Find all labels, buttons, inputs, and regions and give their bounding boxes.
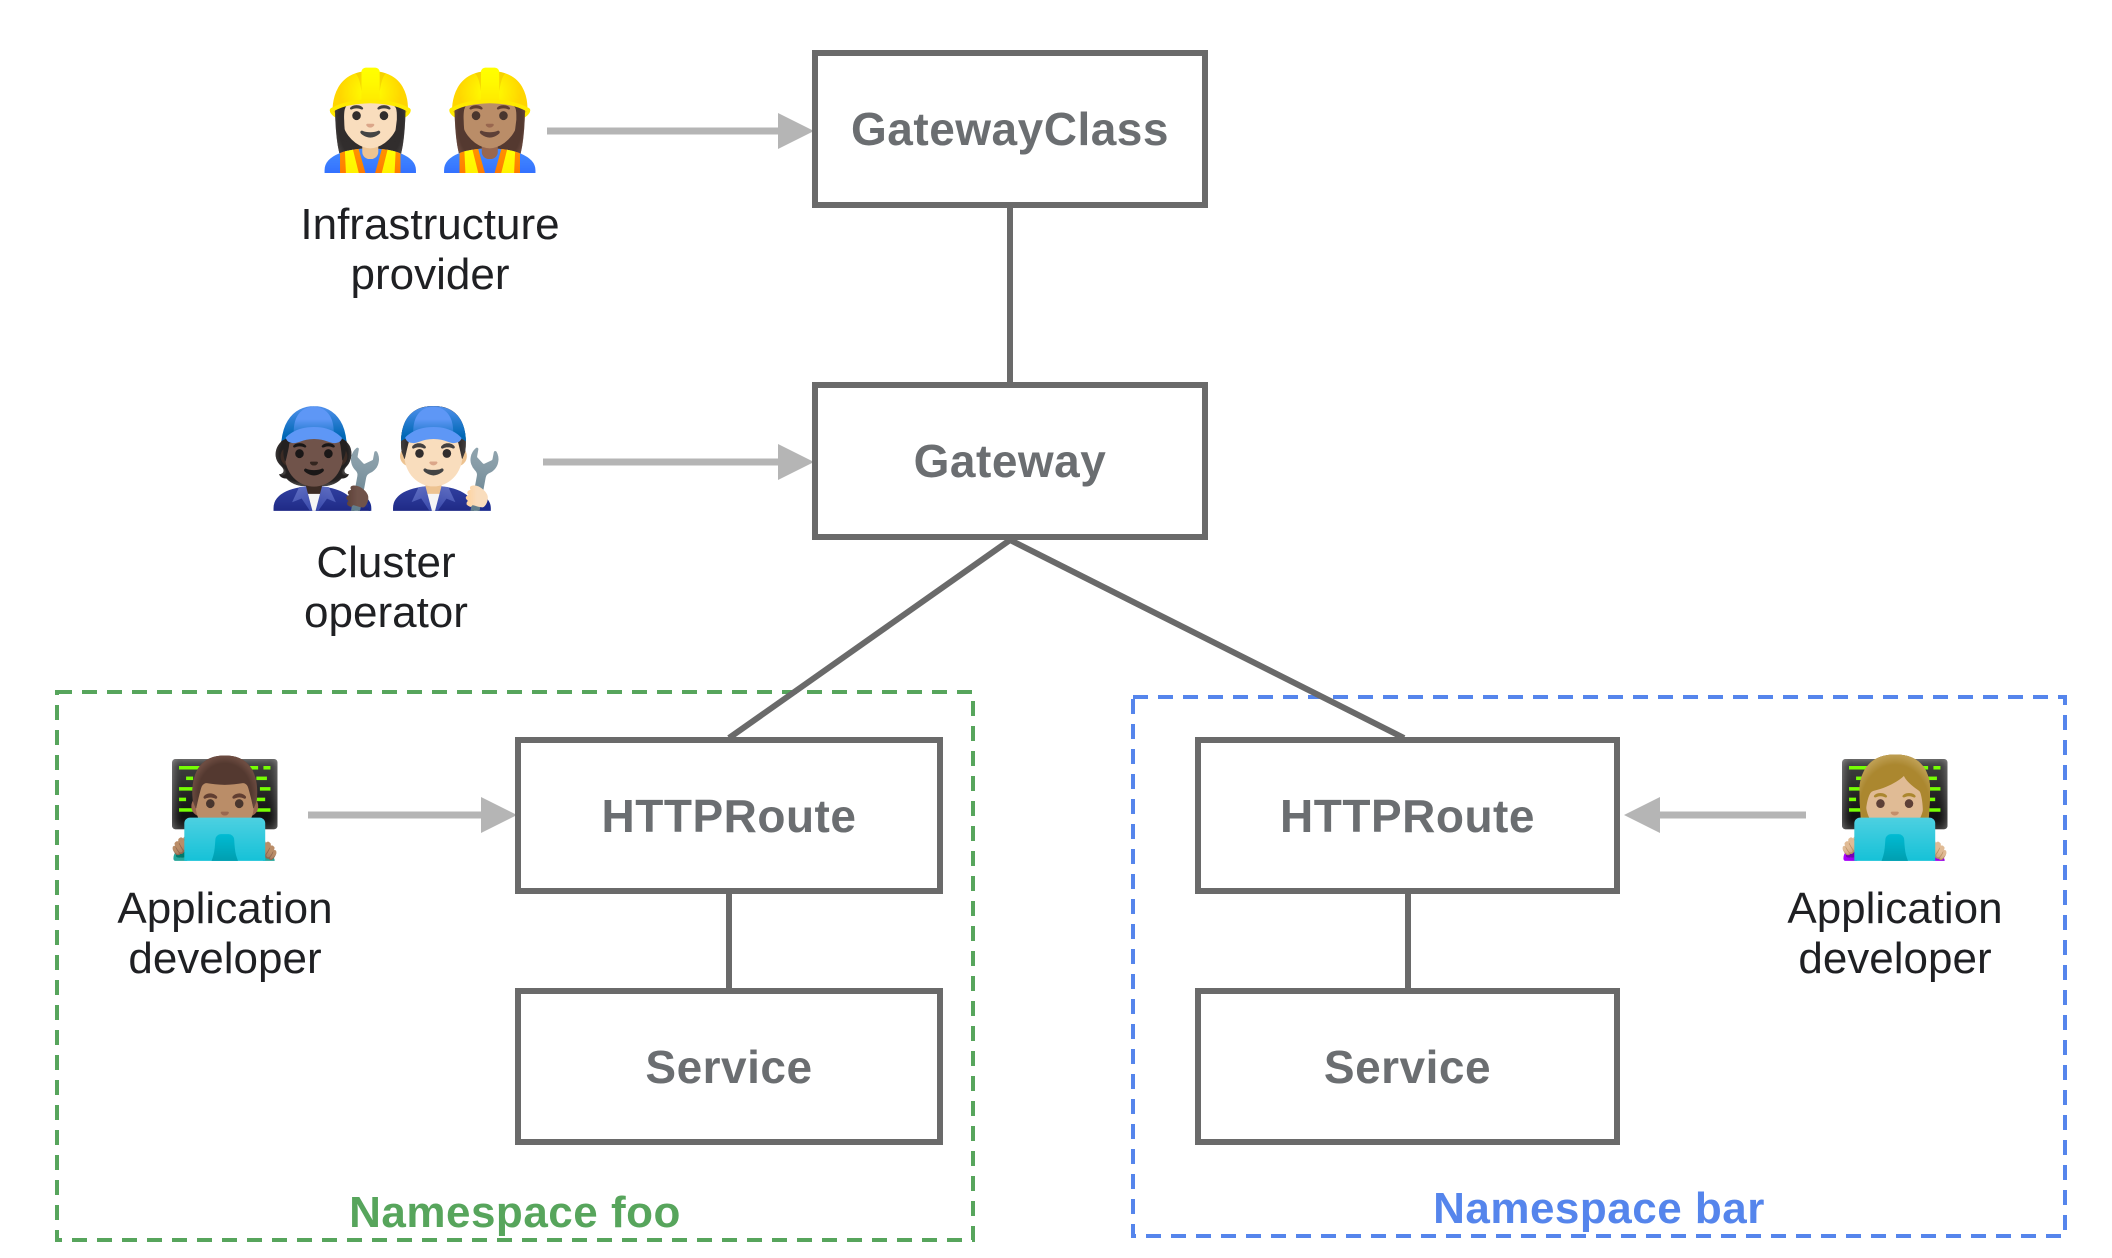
arrow-app-developer-to-httproute-bar (1624, 797, 1806, 833)
arrow-cluster-operator-to-gateway (543, 444, 814, 480)
gateway-node: Gateway (812, 382, 1208, 540)
cluster-operator-emoji: 🧑🏿‍🔧👨🏻‍🔧 (266, 405, 506, 512)
httproute-foo-node: HTTPRoute (515, 737, 943, 894)
service-foo-node: Service (515, 988, 943, 1145)
infrastructure-provider-label: Infrastructure provider (300, 199, 560, 299)
cluster-operator-label: Cluster operator (304, 537, 468, 637)
app-developer-foo-emoji: 👨🏽‍💻 (165, 755, 285, 862)
httproute-bar-node: HTTPRoute (1195, 737, 1620, 894)
service-bar-label: Service (1323, 1040, 1492, 1093)
gatewayclass-node: GatewayClass (812, 50, 1208, 208)
namespace-bar-boundary (1131, 695, 2067, 1238)
edge-gateway-httproute-foo (727, 537, 1012, 741)
service-foo-label: Service (645, 1040, 813, 1093)
infrastructure-provider-emoji: 👷🏻‍♀️👷🏽‍♀️ (310, 67, 550, 174)
app-developer-bar-label: Application developer (1787, 883, 2003, 983)
arrow-app-developer-to-httproute-foo (308, 797, 517, 833)
app-developer-bar-emoji: 👩🏼‍💻 (1835, 755, 1955, 862)
namespace-foo-label: Namespace foo (349, 1188, 681, 1237)
app-developer-foo-label: Application developer (117, 883, 333, 983)
app-developer-bar-actor: 👩🏼‍💻 Application developer (1775, 744, 2015, 984)
arrow-infrastructure-provider-to-gatewayclass (547, 113, 814, 149)
infrastructure-provider-actor: 👷🏻‍♀️👷🏽‍♀️ Infrastructure provider (230, 56, 630, 300)
httproute-foo-label: HTTPRoute (601, 789, 857, 842)
gatewayclass-label: GatewayClass (851, 103, 1169, 155)
service-bar-node: Service (1195, 988, 1620, 1145)
httproute-bar-label: HTTPRoute (1280, 789, 1535, 842)
cluster-operator-actor: 🧑🏿‍🔧👨🏻‍🔧 Cluster operator (186, 394, 586, 638)
gateway-label: Gateway (913, 435, 1107, 487)
namespace-foo-boundary (55, 690, 975, 1242)
namespace-bar-label: Namespace bar (1433, 1184, 1765, 1233)
edge-gateway-httproute-bar (1008, 537, 1406, 741)
app-developer-foo-actor: 👨🏽‍💻 Application developer (105, 744, 345, 984)
